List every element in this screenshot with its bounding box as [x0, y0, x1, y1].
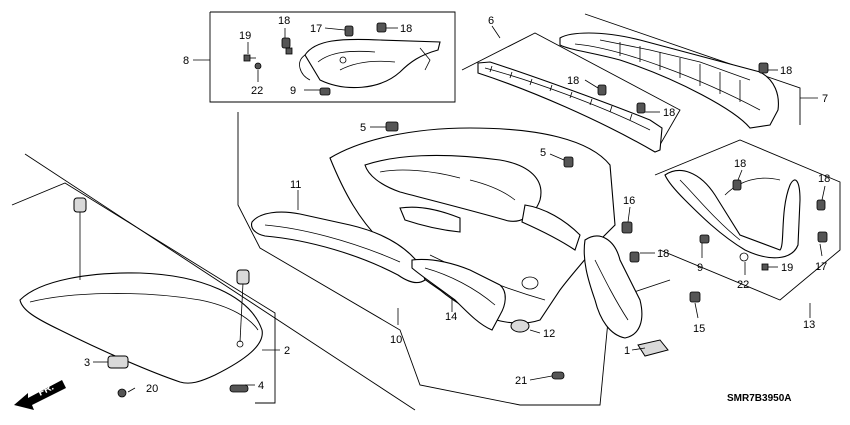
callout-4: 4	[258, 380, 264, 392]
callout-3: 3	[84, 357, 90, 369]
box-part-10	[237, 112, 671, 406]
callout-7: 7	[822, 93, 828, 105]
callout-18: 18	[400, 23, 412, 35]
box-part-2	[11, 182, 276, 404]
callout-5: 5	[360, 122, 366, 134]
part-2-shelf	[19, 197, 263, 398]
front-direction-arrow: FR.	[14, 380, 66, 410]
box-part-13	[654, 139, 841, 301]
callout-22: 22	[251, 85, 263, 97]
callout-18: 18	[734, 158, 746, 170]
callout-17: 17	[310, 23, 322, 35]
callout-18: 18	[278, 15, 290, 27]
part-13-assembly	[664, 170, 828, 271]
callout-labels: 8 19 18 17 18 22 9 6 18 18 18 7 5 5 11 1…	[84, 15, 830, 395]
callout-12: 12	[543, 328, 555, 340]
divider-line	[24, 153, 416, 411]
callout-9: 9	[697, 262, 703, 274]
box-part-8	[209, 11, 456, 103]
callout-21: 21	[515, 375, 527, 387]
part-11-trim	[251, 211, 426, 284]
part-8-bracket	[299, 38, 441, 89]
callout-8: 8	[183, 55, 189, 67]
callout-20: 20	[146, 383, 158, 395]
callout-18: 18	[818, 173, 830, 185]
box-part-7	[584, 13, 801, 125]
callout-19: 19	[781, 262, 793, 274]
box-part-6	[461, 32, 681, 151]
callout-18: 18	[657, 248, 669, 260]
callout-6: 6	[488, 15, 494, 27]
direction-label: FR.	[36, 381, 56, 398]
callout-15: 15	[693, 323, 705, 335]
callout-10: 10	[390, 334, 402, 346]
part-6-panel	[477, 61, 663, 153]
callout-18: 18	[567, 75, 579, 87]
part-14-trim	[411, 258, 506, 331]
callout-16: 16	[623, 195, 635, 207]
leader-lines	[93, 25, 826, 393]
callout-5: 5	[540, 147, 546, 159]
callout-9: 9	[290, 85, 296, 97]
callout-11: 11	[290, 179, 301, 191]
callout-19: 19	[239, 30, 251, 42]
callout-1: 1	[624, 345, 630, 357]
part-7-panel	[559, 32, 779, 129]
box-frames	[11, 11, 841, 411]
diagram-code: SMR7B3950A	[727, 393, 791, 404]
callout-14: 14	[445, 311, 457, 323]
callout-17: 17	[815, 261, 827, 273]
part-1-side-trim	[583, 235, 669, 357]
callout-13: 13	[803, 319, 815, 331]
callout-2: 2	[284, 345, 290, 357]
box-8-fasteners	[243, 22, 387, 96]
callout-22: 22	[737, 279, 749, 291]
callout-18: 18	[663, 107, 675, 119]
callout-18: 18	[780, 65, 792, 77]
loose-fasteners	[385, 121, 701, 380]
